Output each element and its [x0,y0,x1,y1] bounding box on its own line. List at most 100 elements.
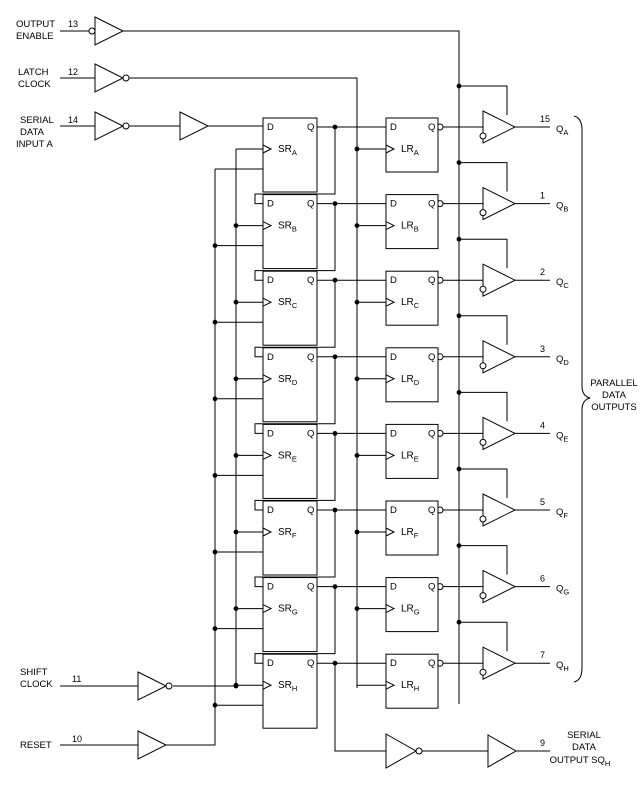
junction-dot [354,453,360,458]
d-pin-label: D [267,275,274,286]
flipflop-name-main: SR [278,297,292,308]
q-pin-label: Q [307,352,314,363]
flipflop-name-sub: H [414,684,419,693]
flipflop-name-main: SR [278,450,292,461]
latch-clock-inverter [94,63,125,93]
shift-register-flipflop-box [262,194,318,270]
latch-register-flipflop-name: LRG [401,604,420,617]
q-pin-label: Q [428,658,435,669]
shift-register-flipflop-name: SRF [278,527,297,540]
shift-register-flipflop-box [262,500,318,576]
output-buffer [482,110,517,144]
flipflop-name-sub: F [414,531,419,540]
enable-bubble [479,515,487,523]
shift-register-flipflop-name: SRC [278,297,298,310]
flipflop-name-sub: A [414,148,419,157]
output-enable-pin: 13 [68,19,78,29]
flipflop-name-sub: E [414,454,419,463]
parallel-outputs-brace [573,115,591,683]
serial-output-label-1: SERIAL [567,730,601,741]
shift-register-flipflop-box [262,270,318,346]
output-label: QG [556,584,569,597]
output-pin-number: 3 [540,344,545,354]
output-buffer [482,569,517,604]
junction-dot [354,529,360,535]
flipflop-name-main: LR [401,527,414,538]
shift-register-flipflop-name: SRA [278,144,297,157]
output-buffer [482,493,517,527]
junction-dot [332,431,338,436]
parallel-label-3: OUTPUTS [591,402,636,413]
inverter-bubble [415,747,423,755]
output-enable-tap [459,85,508,115]
serial-output-label-3-sub: H [605,759,610,768]
junction-dot [212,626,218,631]
output-pin-number: 5 [540,497,545,507]
enable-bubble [479,668,487,676]
output-label-main: Q [556,584,563,595]
junction-dot [456,619,462,625]
output-buffer [482,416,517,451]
d-pin-label: D [267,428,274,439]
flipflop-name-main: SR [278,604,292,615]
latch-register-flipflop-name: LRH [401,680,419,693]
latch-clock-pin: 12 [68,67,78,77]
junction-dot [233,223,239,229]
output-buffer [482,339,517,374]
flipflop-name-sub: B [292,225,297,234]
flipflop-name-sub: C [292,301,298,310]
latch-register-flipflop-box [385,270,439,326]
clock-triangle-icon [385,144,396,154]
junction-dot [212,243,218,249]
inverter-bubble [165,682,173,690]
junction-dot [456,543,462,548]
output-enable-buffer [94,16,125,46]
clock-triangle-icon [385,527,396,537]
d-pin-label: D [390,122,397,133]
d-pin-label: D [390,505,397,516]
reset-label: RESET [20,740,52,751]
serial-data-label-1: SERIAL [20,115,54,126]
inverter-bubble [122,74,130,82]
enable-bubble [479,362,487,370]
output-label: QA [556,124,568,137]
latch-register-flipflop-box [385,653,439,709]
junction-dot [233,683,239,689]
flipflop-name-main: LR [401,450,414,461]
shift-clock-pin: 11 [72,674,81,684]
output-label-main: Q [556,354,563,365]
shift-register-flipflop-name: SRG [278,604,298,617]
enable-bubble [479,438,487,446]
latch-clock-label-1: LATCH [18,67,49,78]
q-pin-label: Q [307,505,314,516]
output-label: QF [556,507,568,520]
junction-dot [332,124,338,130]
junction-dot [332,277,338,283]
q-pin-label: Q [428,352,435,363]
junction-dot [332,660,338,666]
latch-register-flipflop-name: LRB [401,221,419,234]
inverter-bubble [122,122,130,130]
output-label-sub: B [563,205,568,214]
q-pin-label: Q [307,199,314,210]
output-pin-number: 15 [540,114,550,124]
cascade-wire [254,127,336,205]
flipflop-name-sub: D [414,378,420,387]
latch-register-flipflop-box [385,423,439,479]
latch-register-flipflop-name: LRD [401,374,420,387]
clock-triangle-icon [385,450,396,460]
junction-dot [212,319,218,325]
latch-register-flipflop-box [385,500,439,556]
clock-triangle-icon [262,527,273,537]
d-pin-label: D [390,275,397,286]
output-pin-number: 7 [540,650,545,660]
flipflop-name-main: LR [401,221,414,232]
shift-clock-inverter [137,671,168,701]
q-pin-label: Q [307,582,314,593]
junction-dot [456,83,462,89]
shift-register-flipflop-name: SRD [278,374,298,387]
latch-register-flipflop-name: LRF [401,527,419,540]
cascade-wire [254,433,336,511]
